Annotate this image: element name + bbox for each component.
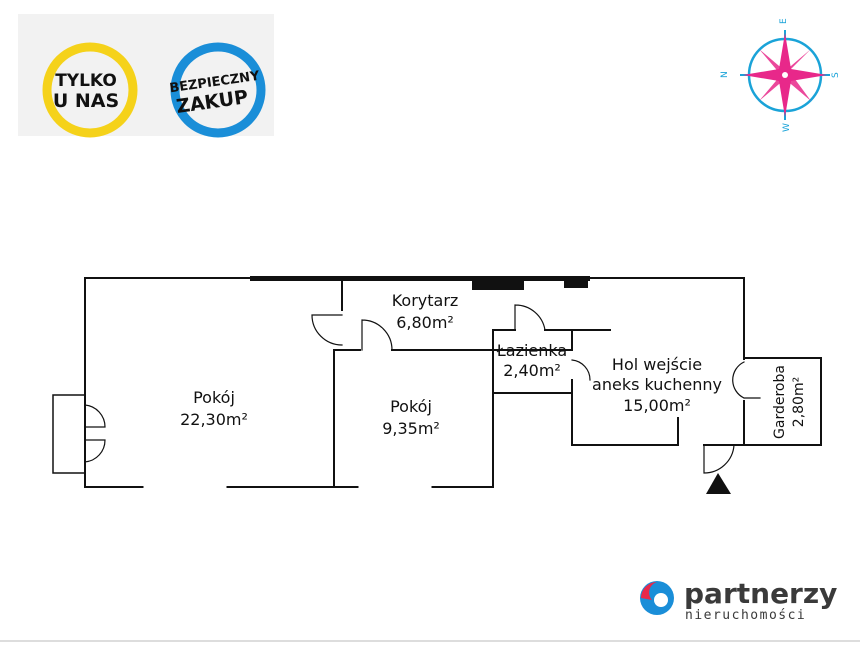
door-swing	[361, 319, 393, 351]
window-segment	[564, 276, 588, 288]
compass-letter-north: N	[720, 71, 730, 78]
door-swing	[732, 361, 761, 399]
logo-mark-accent	[641, 582, 657, 600]
room-area: 2,80m²	[791, 377, 807, 427]
room-name: Garderoba	[772, 365, 788, 439]
compass-letter-west: W	[782, 123, 792, 132]
room-area: 22,30m²	[180, 410, 248, 429]
room-name: Łazienka	[496, 341, 567, 360]
outer-wall	[703, 399, 745, 446]
balcony-door-leaf	[84, 439, 106, 463]
balcony-door-leaf	[84, 404, 106, 428]
compass-center	[782, 72, 788, 78]
badge-ring	[42, 42, 138, 138]
compass-letter-east: E	[779, 18, 789, 24]
compass-rose: N E S W	[720, 18, 841, 132]
entrance-arrow-icon	[706, 473, 731, 494]
floor-plan	[52, 276, 822, 494]
room-name: Hol wejście	[612, 355, 702, 374]
door-swing	[571, 359, 591, 381]
room-area: 9,35m²	[382, 419, 440, 438]
door-swing	[311, 314, 343, 346]
room-name-line2: aneks kuchenny	[592, 375, 722, 394]
door-swing	[514, 304, 546, 331]
inner-wall	[571, 379, 679, 446]
compass-letter-south: S	[831, 72, 841, 78]
room-area: 2,40m²	[503, 361, 561, 380]
room-area: 15,00m²	[623, 396, 691, 415]
room-labels: Pokój 22,30m² Korytarz 6,80m² Pokój 9,35…	[180, 291, 807, 439]
logo-tagline: nieruchomości	[685, 608, 806, 623]
logo-brand: partnerzy	[684, 577, 837, 610]
window-segment	[250, 276, 590, 281]
logo-mark-center	[654, 593, 668, 607]
outer-wall	[84, 277, 494, 488]
partnerzy-logo: partnerzy nieruchomości	[640, 577, 837, 623]
room-name: Pokój	[390, 397, 432, 416]
room-name: Pokój	[193, 388, 235, 407]
room-name: Korytarz	[392, 291, 459, 310]
garderoba-outline	[743, 357, 822, 446]
window-segment	[472, 276, 524, 290]
badge-line2: U NAS	[53, 90, 119, 112]
room-area: 6,80m²	[396, 313, 454, 332]
badge-ring	[170, 42, 266, 138]
badge-tylko-u-nas: TYLKO U NAS	[42, 42, 138, 138]
badge-line1: TYLKO	[55, 71, 117, 91]
door-swing	[703, 444, 735, 474]
balcony-door-frame	[52, 394, 86, 474]
